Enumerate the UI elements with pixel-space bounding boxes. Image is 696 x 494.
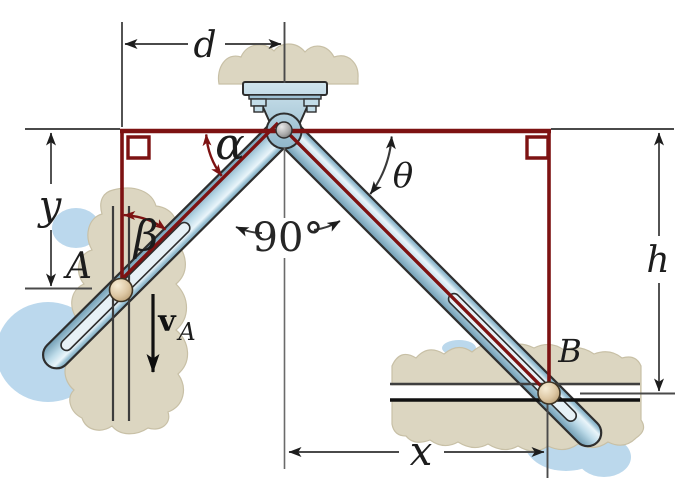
pin-a: [108, 277, 134, 303]
right-arm-chord-line: [284, 129, 550, 395]
label-h: h: [646, 240, 669, 281]
mounting-plate: [242, 81, 328, 96]
labels: d y α β θ 90° A B h x v A: [37, 25, 670, 475]
construction-lines: [114, 121, 551, 395]
label-x: x: [410, 429, 433, 475]
label-point-a: A: [63, 246, 92, 287]
left-bolt-nut: [253, 105, 264, 113]
theta-angle-arc: [369, 136, 396, 195]
plate-lip: [248, 94, 322, 100]
label-d: d: [193, 25, 216, 66]
label-alpha: α: [215, 119, 245, 170]
right-angle-leader-right: [313, 220, 341, 232]
ceiling-bracket: [242, 81, 328, 150]
right-angle-leader-left: [235, 226, 263, 237]
dimension-lines: [25, 22, 675, 478]
left-right-angle-symbol: [126, 135, 151, 160]
label-velocity-sub-a: A: [176, 318, 195, 346]
guide-slots: [111, 206, 640, 421]
label-beta: β: [132, 211, 158, 260]
left-bolt: [250, 98, 267, 107]
pin-b: [537, 381, 561, 405]
label-point-b: B: [557, 332, 582, 370]
label-right-angle: 90°: [253, 215, 324, 261]
right-bolt-nut: [306, 105, 317, 113]
ground-slot-gap: [390, 385, 640, 399]
pins: [108, 121, 561, 405]
right-right-angle-symbol: [525, 135, 550, 160]
left-arm-chord-line: [114, 121, 280, 287]
pivot-pin: [275, 121, 293, 139]
ceiling-material: [217, 43, 359, 85]
label-velocity-v: v: [157, 304, 177, 339]
alpha-angle-arc: [202, 133, 223, 177]
label-theta: θ: [393, 156, 413, 196]
right-bolt: [303, 98, 320, 107]
label-y: y: [37, 183, 63, 229]
beta-angle-arc: [123, 210, 167, 231]
